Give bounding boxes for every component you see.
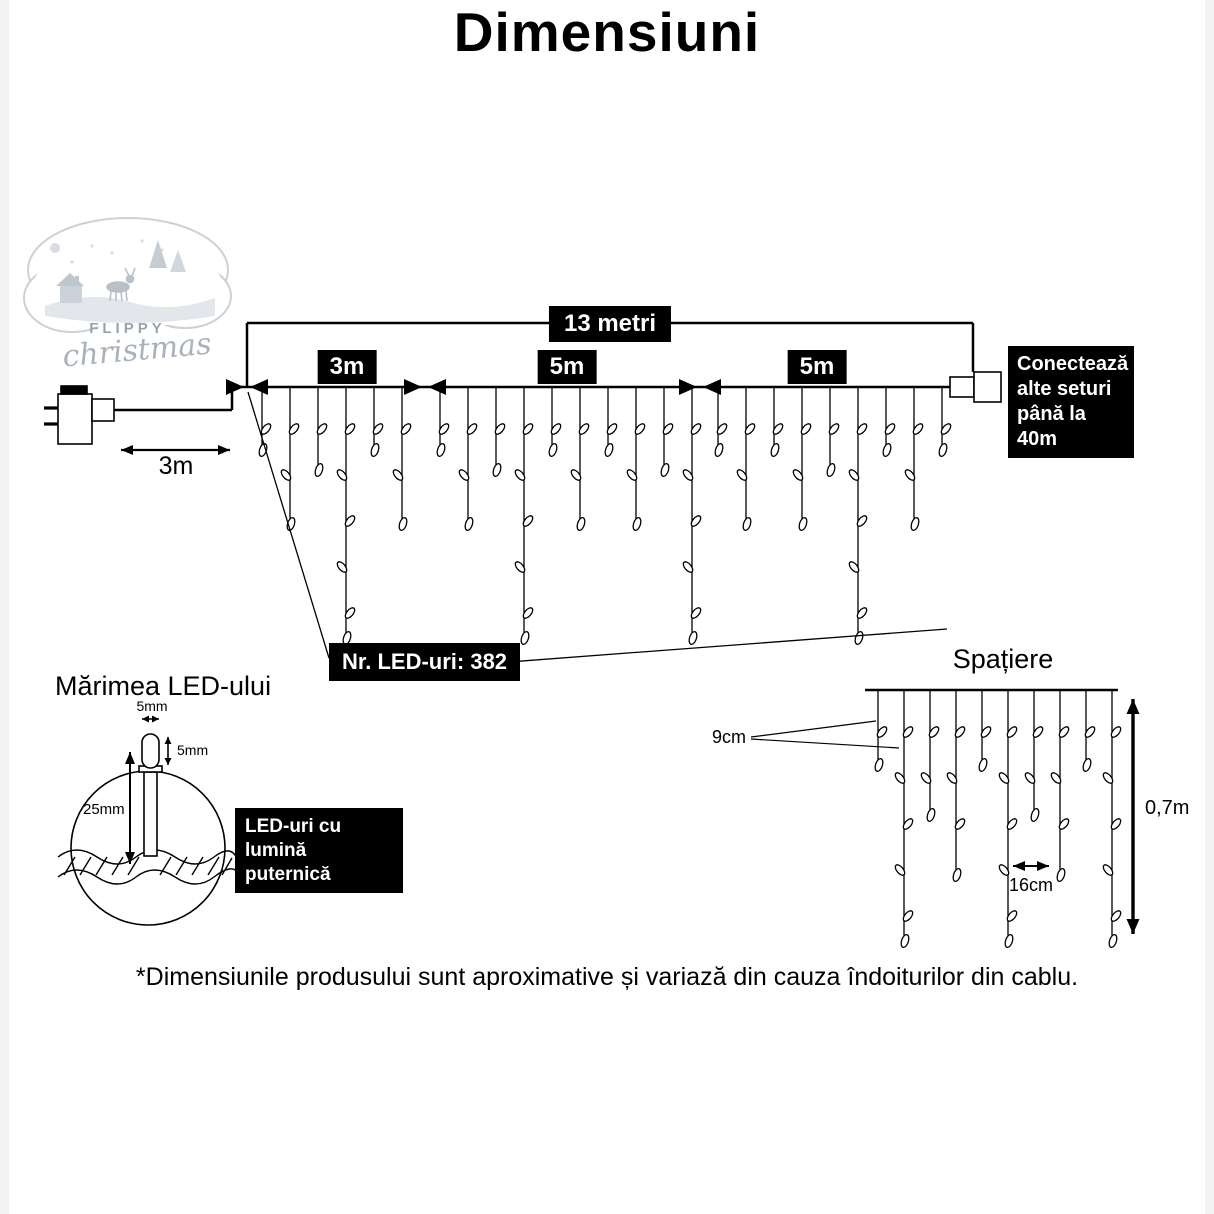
led-dimension-arrows	[125, 715, 172, 864]
disclaimer-text: *Dimensiunile produsului sunt aproximati…	[135, 963, 1079, 991]
vertical-gap-pointer-lines	[750, 720, 900, 749]
snow-ground	[45, 296, 215, 323]
page-title: Dimensiuni	[453, 1, 761, 63]
spacing-section-title: Spațiere	[952, 644, 1054, 674]
tree-icon	[170, 250, 186, 272]
led-length-label: 25mm	[83, 801, 125, 818]
icicle-drops	[258, 387, 952, 646]
vertical-gap-label: 9cm	[712, 727, 747, 747]
house-icon	[60, 286, 82, 303]
lead-in-length-label: 3m	[158, 452, 194, 480]
main-wire	[114, 385, 952, 412]
logo-illustration	[23, 217, 232, 333]
led-note-badge: LED-uri cu lumină puternică	[235, 808, 403, 894]
wire-connector	[679, 379, 721, 395]
reindeer-icon	[106, 267, 136, 302]
section-length-badge: 3m	[317, 350, 377, 384]
wire-connector	[226, 379, 268, 395]
wire-connector	[404, 379, 446, 395]
section-length-badge: 5m	[537, 350, 597, 384]
bulb-height-label: 5mm	[177, 742, 209, 758]
drop-length-label: 0,7m	[1145, 797, 1190, 819]
end-connector-icon	[949, 371, 1002, 403]
horizontal-gap-label: 16cm	[1008, 875, 1054, 895]
bulb-width-label: 5mm	[136, 698, 168, 714]
right-margin	[1205, 0, 1214, 1214]
section-length-badge: 5m	[787, 350, 847, 384]
led-size-section-title: Mărimea LED-ului	[55, 671, 272, 701]
left-margin	[0, 0, 9, 1214]
logo-brand-text: FLIPPY	[89, 320, 166, 337]
connect-note-badge: Conectează alte seturi până la 40m	[1008, 346, 1134, 458]
led-bulb-drawing	[138, 733, 163, 857]
power-plug-icon	[44, 385, 115, 445]
led-count-badge: Nr. LED-uri: 382	[329, 643, 521, 681]
led-count-leader-lines	[247, 391, 948, 665]
total-length-badge: 13 metri	[548, 306, 672, 342]
tree-icon	[149, 240, 167, 268]
spacing-icicle-drops	[874, 690, 1122, 949]
moon-icon	[50, 243, 60, 253]
